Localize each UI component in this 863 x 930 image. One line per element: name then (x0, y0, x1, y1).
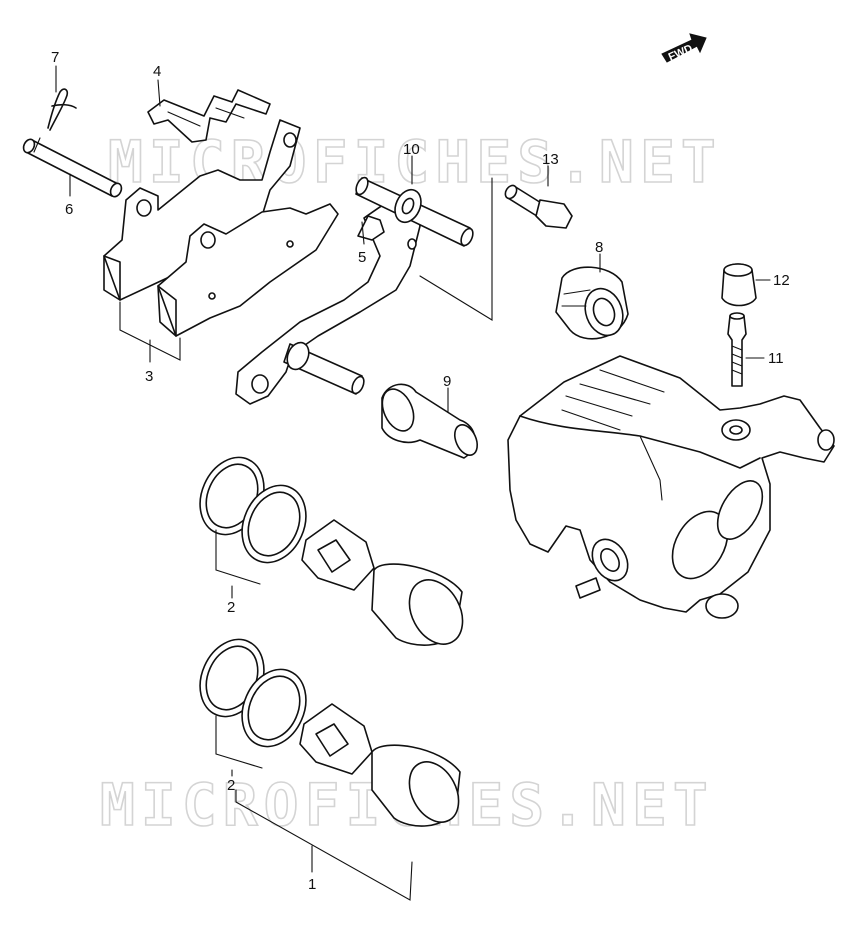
part-10-bracket (235, 176, 493, 405)
callout-1: 1 (308, 876, 316, 893)
part-7-clip (47, 88, 77, 131)
arrow-right-icon (661, 33, 707, 63)
callout-3: 3 (145, 368, 153, 385)
part-6-pin (22, 137, 123, 198)
callout-2-upper: 2 (227, 599, 235, 616)
callout-13: 13 (542, 151, 559, 168)
callout-11: 11 (768, 350, 784, 367)
fwd-badge: FWD (661, 33, 707, 64)
callout-8: 8 (595, 239, 603, 256)
part-12-cap (721, 263, 757, 307)
callout-7: 7 (51, 49, 59, 66)
callout-4: 4 (153, 63, 161, 80)
seal-set-lower (199, 638, 461, 827)
leader-lines (55, 65, 771, 873)
callout-5: 5 (358, 249, 366, 266)
seal-set-upper (199, 456, 464, 646)
callout-10: 10 (403, 141, 420, 158)
fwd-label: FWD (667, 42, 695, 63)
callout-9: 9 (443, 373, 451, 390)
callout-2-lower: 2 (227, 777, 235, 794)
part-13-bolt (504, 184, 573, 229)
part-3-brake-pads (103, 119, 339, 361)
part-4-spring (147, 89, 271, 143)
part-8-boot (555, 266, 629, 340)
caliper-body (507, 355, 835, 619)
part-11-bleeder (727, 312, 747, 387)
part-9-guide-pin (381, 383, 479, 459)
callout-6: 6 (65, 201, 73, 218)
part-1-bracket (235, 789, 413, 901)
callout-12: 12 (773, 272, 790, 289)
